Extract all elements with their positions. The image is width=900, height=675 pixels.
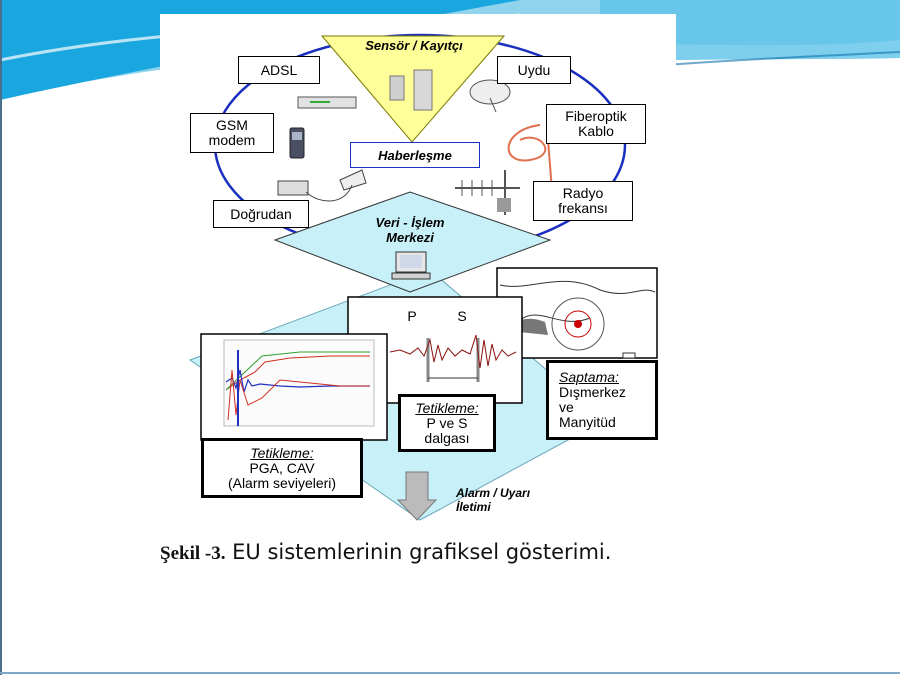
trigger-ps-box: Tetikleme: P ve S dalgası bbox=[398, 394, 496, 452]
mobile-phone-icon bbox=[289, 127, 305, 159]
communication-label: Haberleşme bbox=[350, 142, 480, 168]
channel-fiber: Fiberoptik Kablo bbox=[546, 104, 646, 144]
data-center-title-line2: Merkezi bbox=[386, 230, 434, 245]
trigger-ps-line2: dalgası bbox=[424, 429, 470, 446]
figure-caption-text: EU sistemlerinin grafiksel gösterimi. bbox=[225, 540, 612, 564]
trigger-pga-box: Tetikleme: PGA, CAV (Alarm seviyeleri) bbox=[201, 438, 363, 498]
antenna-icon bbox=[455, 170, 520, 215]
channel-uydu-label: Uydu bbox=[517, 61, 551, 78]
sensor-device-icon bbox=[389, 69, 433, 111]
trigger-ps-line1: P ve S bbox=[426, 414, 468, 431]
saptama-line1: Dışmerkez bbox=[559, 384, 626, 400]
channel-adsl: ADSL bbox=[238, 56, 320, 84]
router-icon bbox=[297, 96, 357, 109]
communication-label-text: Haberleşme bbox=[378, 147, 452, 163]
saptama-line2: ve bbox=[559, 399, 574, 415]
alarm-label-line1: Alarm / Uyarı bbox=[456, 486, 531, 500]
channel-radyo-line2: frekansı bbox=[558, 200, 608, 216]
saptama-box: Saptama: Dışmerkez ve Manyitüd bbox=[546, 360, 658, 440]
trigger-pga-line1: PGA, CAV bbox=[249, 459, 315, 476]
seismogram-s-label: S bbox=[457, 308, 467, 324]
trigger-ps-title: Tetikleme: bbox=[415, 399, 479, 416]
alarm-label: Alarm / Uyarı İletimi bbox=[456, 486, 576, 514]
saptama-line3: Manyitüd bbox=[559, 414, 616, 430]
alarm-label-line2: İletimi bbox=[456, 500, 491, 514]
data-center-title-line1: Veri - İşlem bbox=[375, 215, 445, 230]
seismogram-p-label: P bbox=[407, 308, 417, 324]
channel-fiber-line1: Fiberoptik bbox=[565, 108, 627, 124]
pga-chart bbox=[200, 333, 388, 441]
channel-radyo: Radyo frekansı bbox=[533, 181, 633, 221]
laptop-icon bbox=[277, 169, 367, 202]
channel-fiber-line2: Kablo bbox=[578, 123, 614, 139]
channel-gsm: GSM modem bbox=[190, 113, 274, 153]
channel-dogrudan-label: Doğrudan bbox=[230, 205, 292, 222]
channel-radyo-line1: Radyo bbox=[562, 185, 604, 201]
channel-gsm-line1: GSM bbox=[216, 117, 248, 133]
alarm-arrow bbox=[396, 471, 438, 521]
channel-dogrudan: Doğrudan bbox=[213, 200, 309, 228]
figure-caption-number: Şekil -3. bbox=[160, 543, 226, 564]
data-center-diamond bbox=[273, 191, 552, 293]
sensor-triangle bbox=[320, 35, 506, 143]
computer-icon bbox=[391, 251, 431, 280]
epicenter-map bbox=[496, 267, 658, 359]
trigger-pga-line2: (Alarm seviyeleri) bbox=[227, 474, 337, 491]
figure-caption: Şekil -3. EU sistemlerinin grafiksel gös… bbox=[160, 540, 720, 565]
sensor-title: Sensör / Kayıtçı bbox=[365, 38, 463, 53]
saptama-title: Saptama: bbox=[559, 369, 619, 385]
trigger-pga-title: Tetikleme: bbox=[250, 444, 314, 461]
channel-uydu: Uydu bbox=[497, 56, 571, 84]
data-center-title: Veri - İşlem Merkezi bbox=[350, 215, 470, 245]
channel-adsl-label: ADSL bbox=[260, 61, 298, 78]
satellite-dish-icon bbox=[469, 79, 511, 113]
channel-gsm-line2: modem bbox=[208, 132, 256, 148]
